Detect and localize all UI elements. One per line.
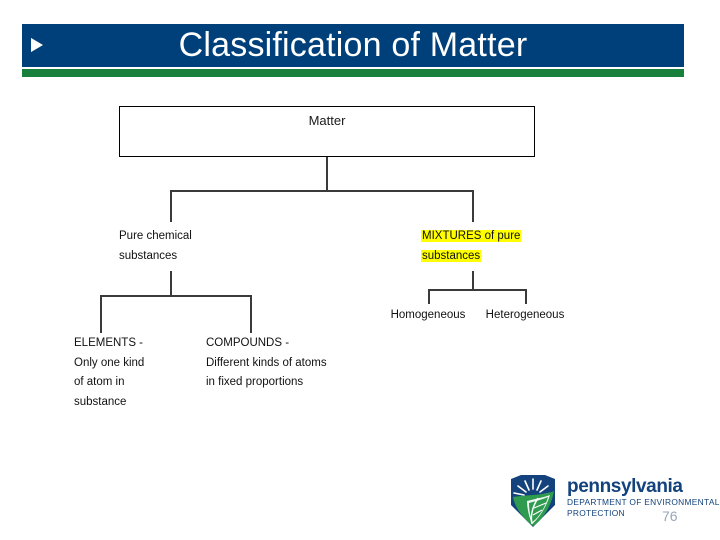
connector-homogeneous-drop [428,289,430,304]
node-compounds-line-3: in fixed proportions [206,376,304,388]
node-compounds-line-1: COMPOUNDS - [206,337,290,349]
connector-pure-stem [170,271,172,295]
logo-name: pennsylvania [567,476,683,497]
node-matter: Matter [119,106,535,157]
connector-compounds-drop [250,295,252,333]
connector-level2-right-drop [472,190,474,222]
pennsylvania-dep-logo: pennsylvania DEPARTMENT OF ENVIRONMENTAL… [505,473,720,531]
slide-header: Classification of Matter [0,0,720,95]
connector-level2-left-drop [170,190,172,222]
keystone-logo-icon [511,475,555,527]
node-pure-chemical-substances: Pure chemical substances [119,226,192,266]
node-elements-line-3: of atom in [74,376,125,388]
connector-pure-bus [100,295,251,297]
node-elements: ELEMENTS - Only one kind of atom in subs… [74,334,144,412]
header-green-bar [22,69,684,77]
node-compounds-line-2: Different kinds of atoms [206,356,327,369]
node-pure-chemical-substances-line-1: Pure chemical [119,230,192,242]
classification-of-matter-diagram: Matter Pure chemical substances MIXTURES… [0,95,720,455]
node-elements-line-1: ELEMENTS - [74,337,144,349]
header-blue-bar [22,24,684,67]
page-number: 76 [662,508,678,524]
page-title: Classification of Matter [178,26,528,64]
connector-level2-bus [170,190,473,192]
connector-mixtures-bus [428,289,526,291]
connector-heterogeneous-drop [525,289,527,304]
node-homogeneous: Homogeneous [358,305,498,325]
node-pure-chemical-substances-line-2: substances [119,250,178,262]
logo-wordmark: pennsylvania DEPARTMENT OF ENVIRONMENTAL… [567,476,720,519]
node-mixtures-line-2: substances [421,246,521,266]
node-heterogeneous: Heterogeneous [455,305,595,325]
node-mixtures-of-pure-substances: MIXTURES of pure substances [421,226,522,266]
connector-mixtures-stem [472,271,474,289]
connector-matter-stem [326,157,328,190]
node-matter-label: Matter [308,113,346,128]
node-mixtures-line-1: MIXTURES of pure [421,226,522,246]
logo-subtitle-line-1: DEPARTMENT OF ENVIRONMENTAL [567,497,720,507]
node-heterogeneous-label: Heterogeneous [485,309,565,321]
node-mixtures-line-2-text: substances [421,250,482,262]
node-homogeneous-label: Homogeneous [390,309,466,321]
logo-subtitle-line-2: PROTECTION [567,508,625,518]
node-elements-line-2: Only one kind [74,356,145,369]
node-mixtures-line-1-text: MIXTURES of pure [421,230,522,242]
node-compounds: COMPOUNDS - Different kinds of atoms in … [206,334,327,393]
connector-elements-drop [100,295,102,333]
node-elements-line-4: substance [74,395,127,408]
header-arrow-notch [22,24,31,67]
